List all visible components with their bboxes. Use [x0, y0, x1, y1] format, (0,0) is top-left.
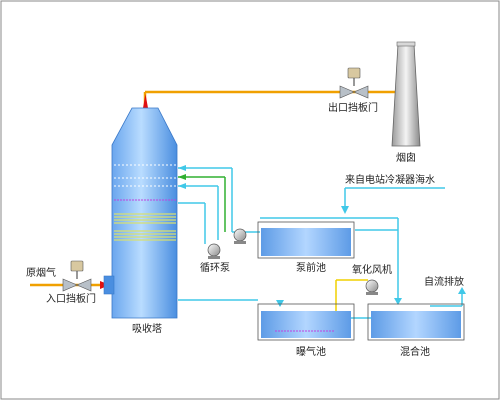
- aeration-tank: [257, 303, 355, 341]
- gravity-discharge-label: 自流排放: [424, 277, 464, 288]
- chimney-label: 烟囱: [396, 153, 416, 164]
- circulation-pump-label: 循环泵: [200, 263, 230, 274]
- outlet-damper-valve-icon: [339, 67, 369, 99]
- arrow-up-icon: [458, 287, 466, 294]
- seawater-source-label: 来自电站冷凝器海水: [345, 175, 435, 186]
- arrow-down-icon: [394, 298, 402, 305]
- mixing-tank-label: 混合池: [400, 347, 430, 358]
- absorber-tower-label: 吸收塔: [132, 324, 162, 335]
- inlet-damper-valve-icon: [62, 260, 92, 292]
- oxidation-fan-icon: [365, 279, 379, 295]
- pre-pump-tank: [257, 221, 355, 259]
- chimney-icon: [391, 41, 421, 147]
- arrow-left-icon: [178, 165, 186, 171]
- outlet-damper-label: 出口挡板门: [328, 103, 378, 114]
- pre-pump-tank-label: 泵前池: [296, 263, 326, 274]
- arrow-down-icon: [276, 300, 284, 307]
- absorber-tower: [103, 107, 178, 319]
- arrow-left-icon: [178, 174, 186, 180]
- arrow-left-icon: [178, 183, 186, 189]
- inlet-damper-label: 入口挡板门: [46, 294, 96, 305]
- oxidation-fan-label: 氧化风机: [352, 265, 392, 276]
- pump-icon: [233, 228, 247, 244]
- circulation-pump-icon: [207, 243, 221, 259]
- aeration-tank-label: 曝气池: [296, 347, 326, 358]
- raw-flue-gas-label: 原烟气: [26, 268, 56, 279]
- mixing-tank: [367, 303, 465, 341]
- arrow-down-icon: [341, 206, 349, 214]
- outlet-arrow-red-icon: [143, 94, 148, 108]
